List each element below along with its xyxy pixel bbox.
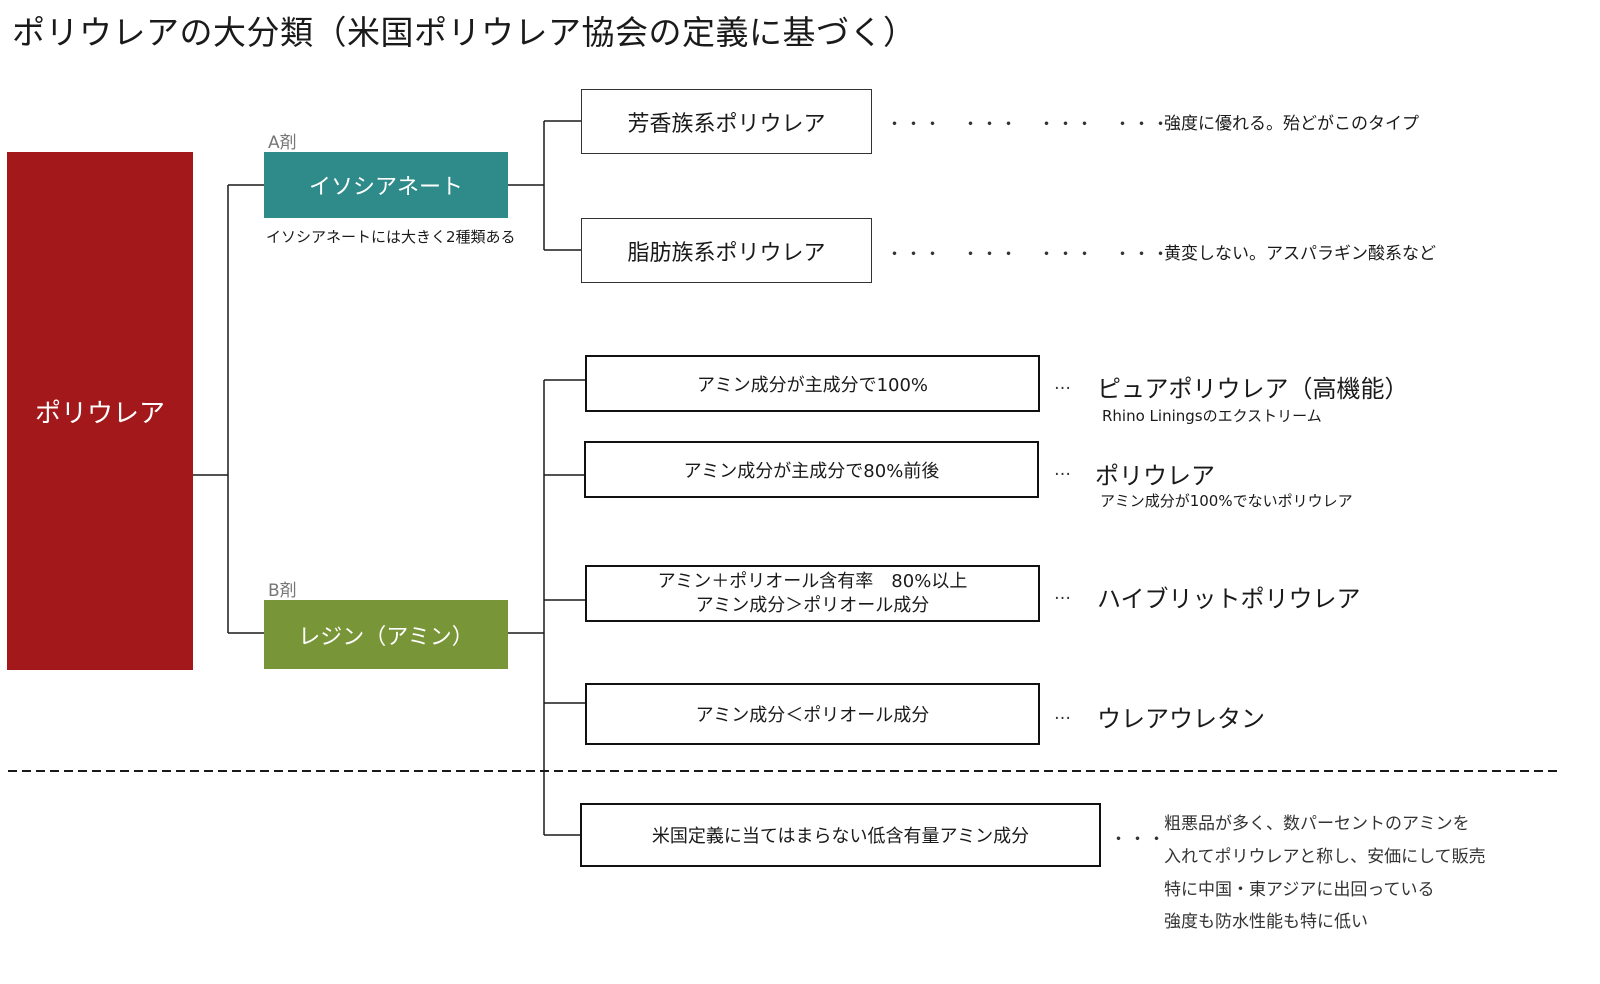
urea-urethane-dots: … [1054, 704, 1073, 724]
aromatic-dots: ・・・ ・・・ ・・・ ・・・ [886, 115, 1171, 135]
low-amine-box: 米国定義に当てはまらない低含有量アミン成分 [580, 803, 1101, 867]
aromatic-polyurea-label: 芳香族系ポリウレア [627, 111, 826, 137]
low-amine-note-line: 強度も防水性能も特に低い [1164, 912, 1368, 932]
amine-100-box: アミン成分が主成分で100% [585, 355, 1040, 412]
low-amine-note-line: 入れてポリウレアと称し、安価にして販売 [1164, 847, 1486, 867]
amine-80-dots: … [1054, 460, 1073, 480]
amine-80-box: アミン成分が主成分で80%前後 [584, 441, 1039, 498]
urea-urethane-label: ウレアウレタン [1097, 705, 1265, 733]
diagram-title: ポリウレアの大分類（米国ポリウレア協会の定義に基づく） [12, 13, 917, 52]
pure-polyurea-sublabel: Rhino Liningsのエクストリーム [1102, 407, 1322, 425]
polyol-dominant-box: アミン成分＜ポリオール成分 [585, 683, 1040, 745]
aromatic-polyurea-box: 芳香族系ポリウレア [581, 89, 872, 154]
hybrid-condition-box: アミン＋ポリオール含有率 80%以上 アミン成分＞ポリオール成分 [585, 565, 1040, 622]
aliphatic-polyurea-label: 脂肪族系ポリウレア [627, 240, 826, 266]
isocyanate-box: イソシアネート [264, 152, 508, 218]
low-amine-label: 米国定義に当てはまらない低含有量アミン成分 [651, 826, 1030, 847]
pure-polyurea-label: ピュアポリウレア（高機能） [1097, 375, 1409, 403]
root-label: ポリウレア [34, 398, 165, 429]
low-amine-dots: ・・・ [1110, 830, 1167, 850]
hybrid-condition-line-1: アミン＋ポリオール含有率 80%以上 [657, 570, 968, 592]
aliphatic-description: 黄変しない。アスパラギン酸系など [1164, 244, 1436, 264]
isocyanate-note: イソシアネートには大きく2種類ある [266, 228, 516, 246]
polyol-dominant-label: アミン成分＜ポリオール成分 [695, 705, 930, 726]
aliphatic-dots: ・・・ ・・・ ・・・ ・・・ [886, 245, 1171, 265]
resin-amine-label: レジン（アミン） [298, 624, 474, 650]
polyurea-label: ポリウレア [1095, 462, 1215, 490]
low-amine-note-line: 特に中国・東アジアに出回っている [1164, 880, 1435, 900]
polyurea-sublabel: アミン成分が100%でないポリウレア [1100, 492, 1353, 510]
hybrid-polyurea-label: ハイブリットポリウレア [1097, 585, 1361, 613]
hybrid-condition-line-2: アミン成分＞ポリオール成分 [695, 594, 930, 616]
amine-100-label: アミン成分が主成分で100% [696, 374, 929, 396]
aliphatic-polyurea-box: 脂肪族系ポリウレア [581, 218, 872, 283]
root-box-polyurea: ポリウレア [7, 152, 193, 670]
aromatic-description: 強度に優れる。殆どがこのタイプ [1164, 114, 1419, 134]
agent-b-tag: B剤 [268, 581, 297, 601]
amine-100-dots: … [1054, 374, 1073, 394]
amine-80-label: アミン成分が主成分で80%前後 [683, 460, 940, 482]
agent-a-tag: A剤 [268, 133, 297, 153]
isocyanate-label: イソシアネート [308, 175, 463, 200]
hybrid-dots: … [1054, 584, 1073, 604]
resin-amine-box: レジン（アミン） [264, 600, 508, 669]
low-amine-note-line: 粗悪品が多く、数パーセントのアミンを [1164, 814, 1470, 834]
